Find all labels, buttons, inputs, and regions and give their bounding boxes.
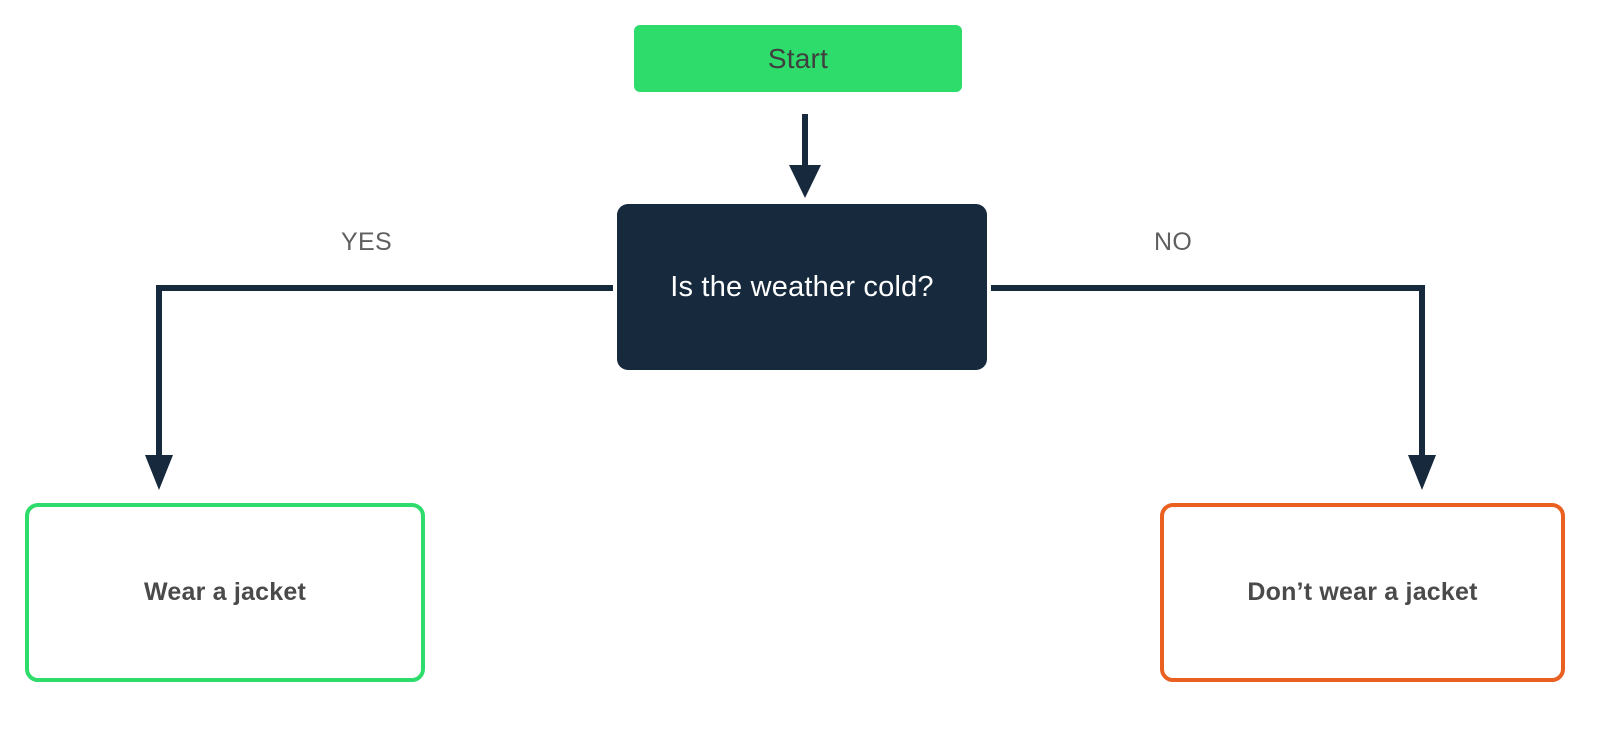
edge-label-no: NO — [1154, 228, 1193, 256]
node-dont-wear-a-jacket[interactable]: Don’t wear a jacket — [1160, 503, 1565, 682]
node-decision[interactable]: Is the weather cold? — [617, 204, 987, 370]
node-start[interactable]: Start — [634, 25, 962, 92]
edge-start-to-decision — [789, 114, 821, 198]
edge-decision-to-no — [991, 285, 1436, 490]
edge-decision-to-yes — [145, 285, 613, 490]
node-wear-a-jacket[interactable]: Wear a jacket — [25, 503, 425, 682]
edge-label-yes: YES — [341, 228, 392, 256]
